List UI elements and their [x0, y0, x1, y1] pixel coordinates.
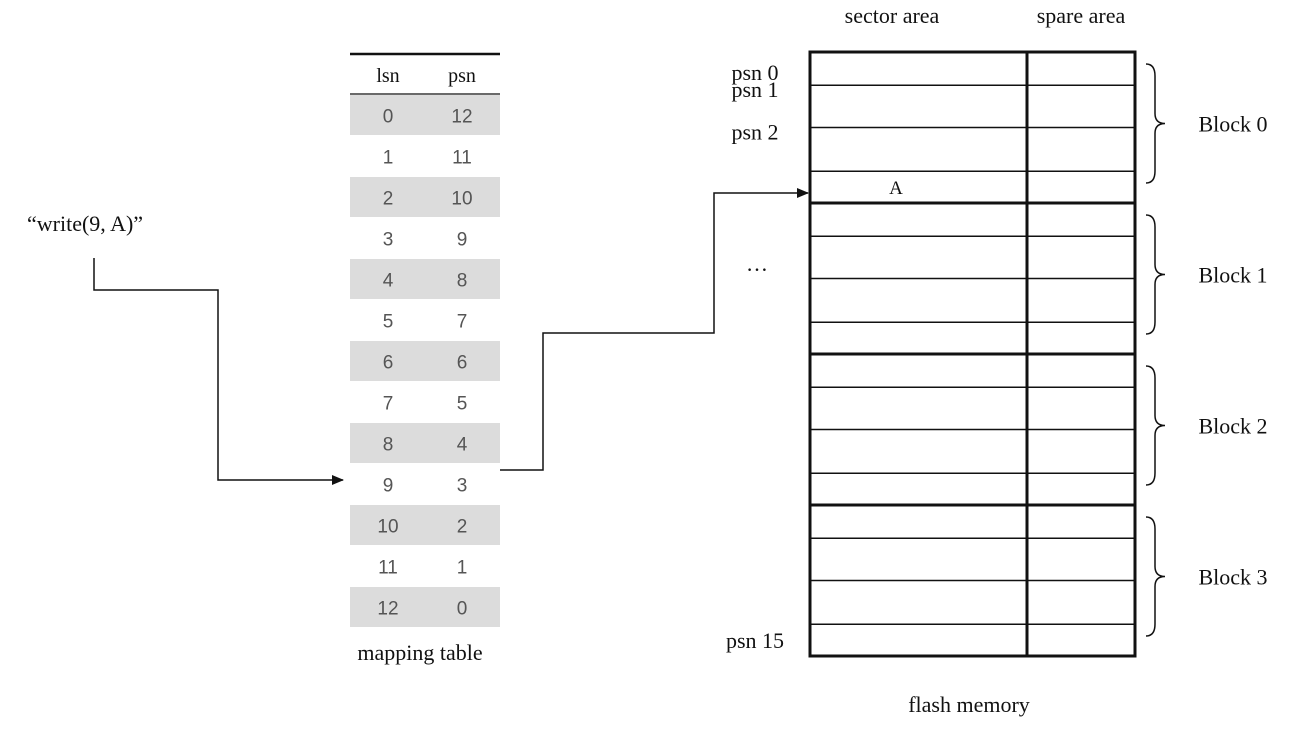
psn-cell: 2 — [457, 517, 468, 538]
lsn-cell: 11 — [378, 558, 398, 579]
table-row: 0 12 — [350, 95, 500, 135]
lsn-cell: 2 — [383, 189, 394, 210]
lsn-cell: 9 — [383, 476, 394, 497]
table-row: 2 10 — [350, 177, 500, 217]
flash-memory-caption: flash memory — [908, 692, 1030, 717]
lsn-cell: 10 — [377, 517, 398, 538]
table-row-shading — [350, 505, 500, 545]
arrow-command-to-table — [93, 258, 344, 485]
table-row-shading — [350, 259, 500, 299]
table-row-shading — [350, 341, 500, 381]
block-label: Block 1 — [1198, 263, 1267, 288]
table-header-lsn: lsn — [376, 65, 399, 87]
psn-cell: 1 — [457, 558, 468, 579]
sector-area-header: sector area — [845, 3, 940, 28]
table-row-shading — [350, 587, 500, 627]
table-row-shading — [350, 95, 500, 135]
psn-cell: 8 — [457, 271, 468, 292]
psn-cell: 7 — [457, 312, 468, 333]
ellipsis-label: … — [746, 251, 768, 276]
psn-cell: 3 — [457, 476, 468, 497]
written-data-label: A — [889, 178, 903, 199]
arrow-table-to-flash — [500, 188, 809, 471]
lsn-cell: 12 — [377, 599, 398, 620]
lsn-cell: 5 — [383, 312, 394, 333]
flash-memory-frame — [808, 50, 1137, 658]
table-row: 10 2 — [350, 505, 500, 545]
psn-cell: 9 — [457, 230, 468, 251]
block-brace — [1145, 365, 1166, 486]
block-brace — [1145, 214, 1166, 335]
psn-label: psn 2 — [731, 120, 778, 145]
block-label: Block 3 — [1198, 565, 1267, 590]
psn-cell: 10 — [451, 189, 472, 210]
lsn-cell: 1 — [383, 148, 394, 169]
psn-cell: 11 — [452, 148, 472, 169]
lsn-cell: 8 — [383, 435, 394, 456]
psn-label: psn 1 — [731, 77, 778, 102]
psn-label: psn 15 — [726, 628, 784, 653]
table-row-shading — [350, 423, 500, 463]
lsn-cell: 3 — [383, 230, 394, 251]
psn-cell: 0 — [457, 599, 468, 620]
block-brace — [1145, 63, 1166, 184]
block-label: Block 2 — [1198, 414, 1267, 439]
spare-area-header: spare area — [1037, 3, 1126, 28]
block-label: Block 0 — [1198, 112, 1267, 137]
write-command: “write(9, A)” — [27, 211, 143, 236]
psn-cell: 12 — [451, 107, 472, 128]
table-row: 12 0 — [350, 587, 500, 627]
lsn-cell: 7 — [383, 394, 394, 415]
lsn-cell: 0 — [383, 107, 394, 128]
psn-cell: 4 — [457, 435, 468, 456]
table-header-psn: psn — [448, 65, 476, 87]
lsn-cell: 6 — [383, 353, 394, 374]
mapping-table-caption: mapping table — [357, 640, 482, 665]
lsn-cell: 4 — [383, 271, 394, 292]
block-brace — [1145, 516, 1166, 637]
psn-cell: 5 — [457, 394, 468, 415]
table-row-shading — [350, 177, 500, 217]
psn-cell: 6 — [457, 353, 468, 374]
psn-label: psn 0 — [731, 60, 778, 85]
